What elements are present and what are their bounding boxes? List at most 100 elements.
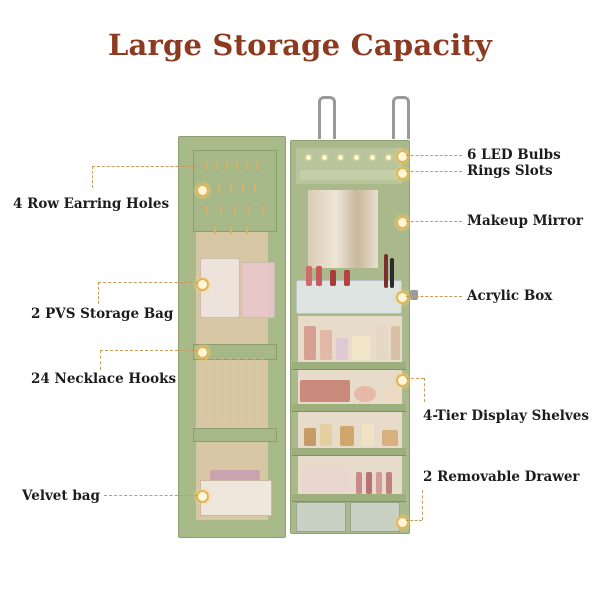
earring xyxy=(256,162,258,170)
makeup-brush xyxy=(390,258,394,288)
led-bulb xyxy=(354,155,359,160)
necklace xyxy=(246,358,247,448)
door-hook-left xyxy=(318,96,336,139)
necklace xyxy=(254,358,255,424)
leader-line xyxy=(92,166,93,188)
callout-dot-necklace xyxy=(196,346,209,359)
display-shelf-1 xyxy=(292,362,406,370)
necklace xyxy=(206,358,207,418)
necklace xyxy=(222,358,223,422)
leader-line xyxy=(100,350,101,370)
label-earring-holes: 4 Row Earring Holes xyxy=(13,196,170,212)
perfume xyxy=(362,424,374,446)
lip-gloss xyxy=(386,472,392,494)
necklace-hook-bar-lower xyxy=(193,428,277,442)
necklace xyxy=(238,358,239,428)
perfume xyxy=(304,428,316,446)
label-led-bulbs: 6 LED Bulbs xyxy=(467,147,561,163)
lip-gloss xyxy=(356,472,362,494)
earring xyxy=(214,226,216,234)
lipstick xyxy=(344,270,350,286)
earring xyxy=(234,206,236,214)
label-acrylic-box: Acrylic Box xyxy=(467,288,553,304)
necklace xyxy=(214,358,215,438)
makeup-mirror xyxy=(308,190,378,268)
callout-dot-shelves xyxy=(396,374,409,387)
lipstick xyxy=(316,266,322,286)
earring xyxy=(206,206,208,214)
earring xyxy=(216,162,218,170)
necklace xyxy=(230,358,231,444)
led-bulb xyxy=(338,155,343,160)
label-makeup-mirror: Makeup Mirror xyxy=(467,213,584,229)
earring xyxy=(218,184,220,192)
door-hook-right xyxy=(392,96,410,139)
earring xyxy=(246,226,248,234)
earring xyxy=(230,184,232,192)
leader-line xyxy=(406,171,462,172)
display-shelf-3 xyxy=(292,448,406,456)
earring xyxy=(220,206,222,214)
perfume xyxy=(382,430,398,446)
earring xyxy=(206,162,208,170)
earring xyxy=(236,162,238,170)
necklace-hook-bar xyxy=(193,344,277,360)
necklace xyxy=(262,358,263,440)
ring-slot-row xyxy=(300,170,398,180)
label-rings-slots: Rings Slots xyxy=(467,163,553,179)
removable-drawer-left xyxy=(296,502,346,532)
leader-line xyxy=(422,490,423,520)
label-necklace-hooks: 24 Necklace Hooks xyxy=(31,371,177,387)
bottle xyxy=(304,326,316,360)
label-removable-drawer: 2 Removable Drawer xyxy=(423,469,580,485)
eyeshadow-palette xyxy=(300,380,350,402)
compact xyxy=(380,386,402,402)
bottle xyxy=(320,330,332,360)
led-bulb xyxy=(370,155,375,160)
callout-dot-mirror xyxy=(396,216,409,229)
lipstick xyxy=(306,266,312,286)
pvs-storage-bag-right xyxy=(241,262,275,318)
perfume xyxy=(340,426,354,446)
lip-gloss xyxy=(376,472,382,494)
leader-line xyxy=(406,296,462,297)
display-shelf-2 xyxy=(292,404,406,412)
bottle xyxy=(352,336,370,360)
lip-gloss xyxy=(366,472,372,494)
earring xyxy=(242,184,244,192)
leader-line xyxy=(406,378,424,379)
callout-dot-rings xyxy=(396,167,409,180)
callout-dot-velvet xyxy=(196,490,209,503)
earring xyxy=(226,162,228,170)
earring xyxy=(262,206,264,214)
led-bulb xyxy=(322,155,327,160)
callout-dot-led xyxy=(396,150,409,163)
bottle xyxy=(336,338,348,360)
leader-line xyxy=(424,378,425,402)
led-bulb xyxy=(386,155,391,160)
lipstick xyxy=(330,270,336,286)
earring xyxy=(254,184,256,192)
display-shelf-4 xyxy=(292,494,406,502)
callout-dot-storage-bag xyxy=(196,278,209,291)
callout-dot-drawer xyxy=(396,516,409,529)
leader-line xyxy=(406,520,422,521)
leader-line xyxy=(406,221,462,222)
earring xyxy=(246,162,248,170)
compact xyxy=(354,386,376,402)
bottle xyxy=(376,326,388,360)
velvet-bag-jewelry xyxy=(210,470,260,480)
label-storage-bag: 2 PVS Storage Bag xyxy=(31,306,174,322)
label-display-shelves: 4-Tier Display Shelves xyxy=(423,408,589,424)
leader-line xyxy=(100,350,198,351)
palette-stack xyxy=(302,466,350,494)
leader-line xyxy=(98,282,198,283)
leader-line xyxy=(104,495,198,496)
callout-dot-acrylic xyxy=(396,291,409,304)
leader-line xyxy=(98,282,99,304)
leader-line xyxy=(92,166,198,167)
page-title: Large Storage Capacity xyxy=(107,28,493,62)
lock-icon xyxy=(410,290,418,300)
velvet-bag xyxy=(200,480,272,516)
label-velvet-bag: Velvet bag xyxy=(22,488,100,504)
